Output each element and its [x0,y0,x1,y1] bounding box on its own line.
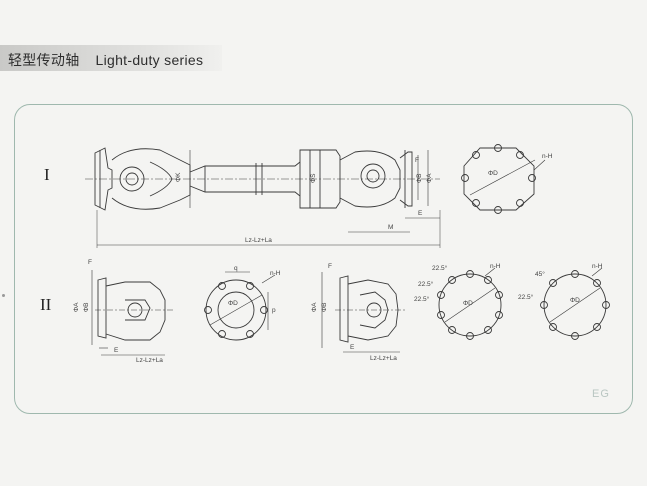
watermark-stamp: EG [592,388,610,400]
yoke-view-right [321,272,405,353]
title-english: Light-duty series [95,52,204,68]
label-phi-b-1: ΦB [416,173,423,183]
row-label-ii: II [40,295,52,314]
page-title: 轻型传动轴 Light-duty series [8,50,203,70]
header-band [0,45,222,71]
label-lz-2: Lz-Lz+La [136,357,163,364]
label-phi-a-3: ΦA [311,302,318,312]
label-n-h-1: n-H [542,153,553,160]
label-f-3: F [328,263,332,270]
label-phi-d-1: ΦD [488,170,498,177]
label-lz-1: Lz-Lz+La [245,237,272,244]
flange-face-view-3 [437,267,503,340]
title-chinese: 轻型传动轴 [8,52,80,68]
label-phi-a-2: ΦA [73,302,80,312]
label-angle-45: 45° [535,270,545,278]
label-lz-3: Lz-Lz+La [370,355,397,362]
label-phi-s: ΦS [310,173,317,183]
label-angle-22-c: 22.5° [414,295,430,303]
label-n-h-4: n-H [592,263,603,270]
dimension-labels: ΦK ΦS ΦB ΦA F E M Lz-Lz+La ΦD n-H F ΦA Φ… [73,153,603,364]
label-e-2: E [114,347,119,354]
flange-face-view-1 [461,144,546,214]
row-label-i: I [44,165,50,184]
label-angle-22-a: 22.5° [432,264,448,272]
label-angle-22-d: 22.5° [518,293,534,301]
label-phi-d-2: ΦD [228,300,238,307]
label-e-1: E [418,210,423,217]
label-phi-b-2: ΦB [83,302,90,312]
label-phi-b-3: ΦB [321,302,328,312]
label-e-3: E [350,344,355,351]
label-phi-d-3: ΦD [463,300,473,307]
label-f-1: F [415,157,419,164]
flange-face-view-2 [204,271,276,341]
label-n-h-2: n-H [270,270,281,277]
margin-dot [2,294,5,297]
flange-face-view-4 [540,267,610,340]
label-p: p [272,307,276,314]
drawing-frame [14,104,633,414]
label-phi-a-1: ΦA [426,173,433,183]
yoke-view-left [91,270,175,356]
label-angle-22-b: 22.5° [418,280,434,288]
label-q: q [234,265,238,272]
label-n-h-3: n-H [490,263,501,270]
label-m: M [388,224,393,231]
label-phi-k: ΦK [175,172,182,182]
label-phi-d-4: ΦD [570,297,580,304]
label-f-2: F [88,259,92,266]
